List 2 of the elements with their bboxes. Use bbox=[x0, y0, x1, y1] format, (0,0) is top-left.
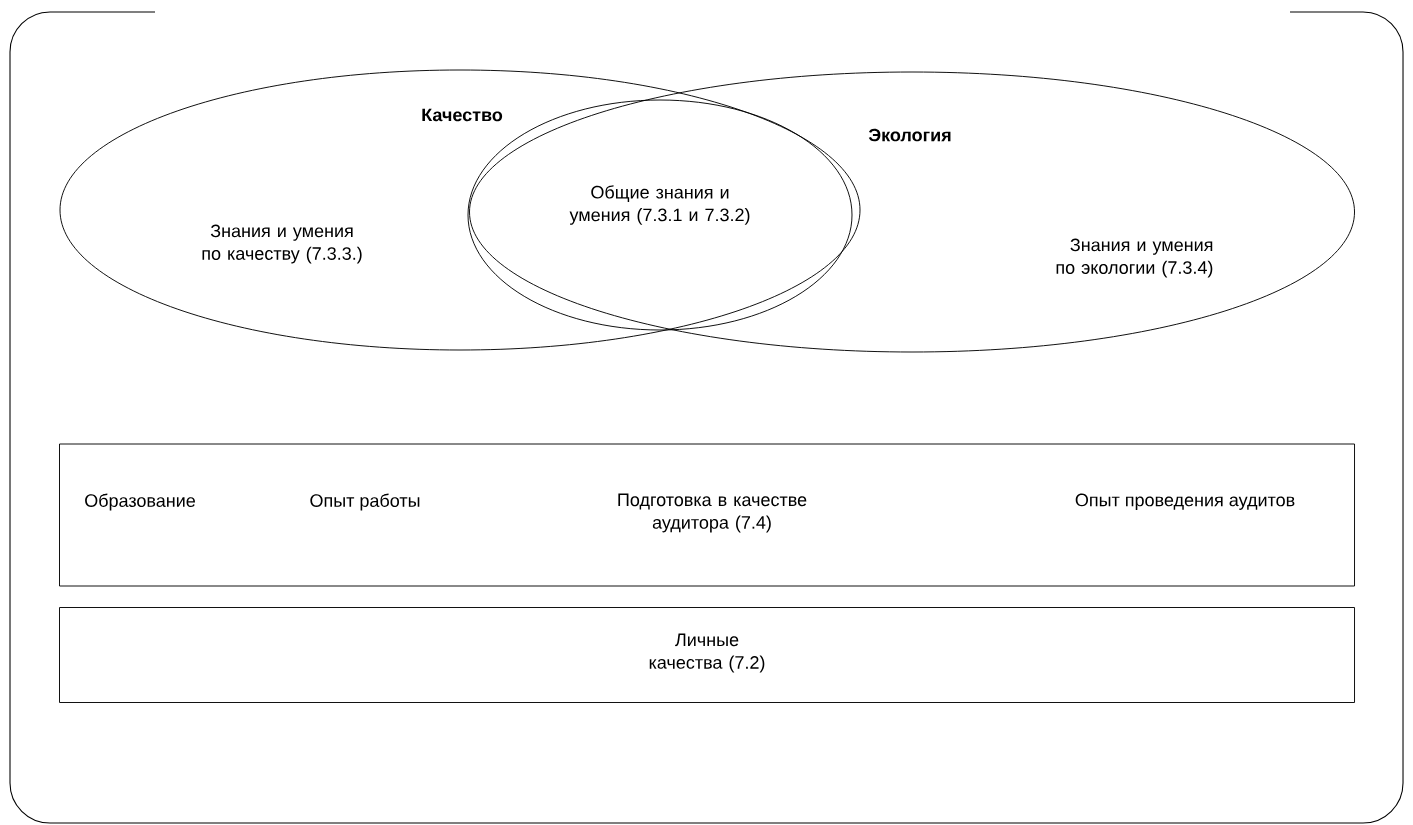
qualities-box: Личные качества (7.2) bbox=[59, 607, 1355, 703]
skills-box: Образование Опыт работы Подготовка в качестве аудитора (7.4) Опыт проведения аудитов bbox=[59, 443, 1355, 587]
